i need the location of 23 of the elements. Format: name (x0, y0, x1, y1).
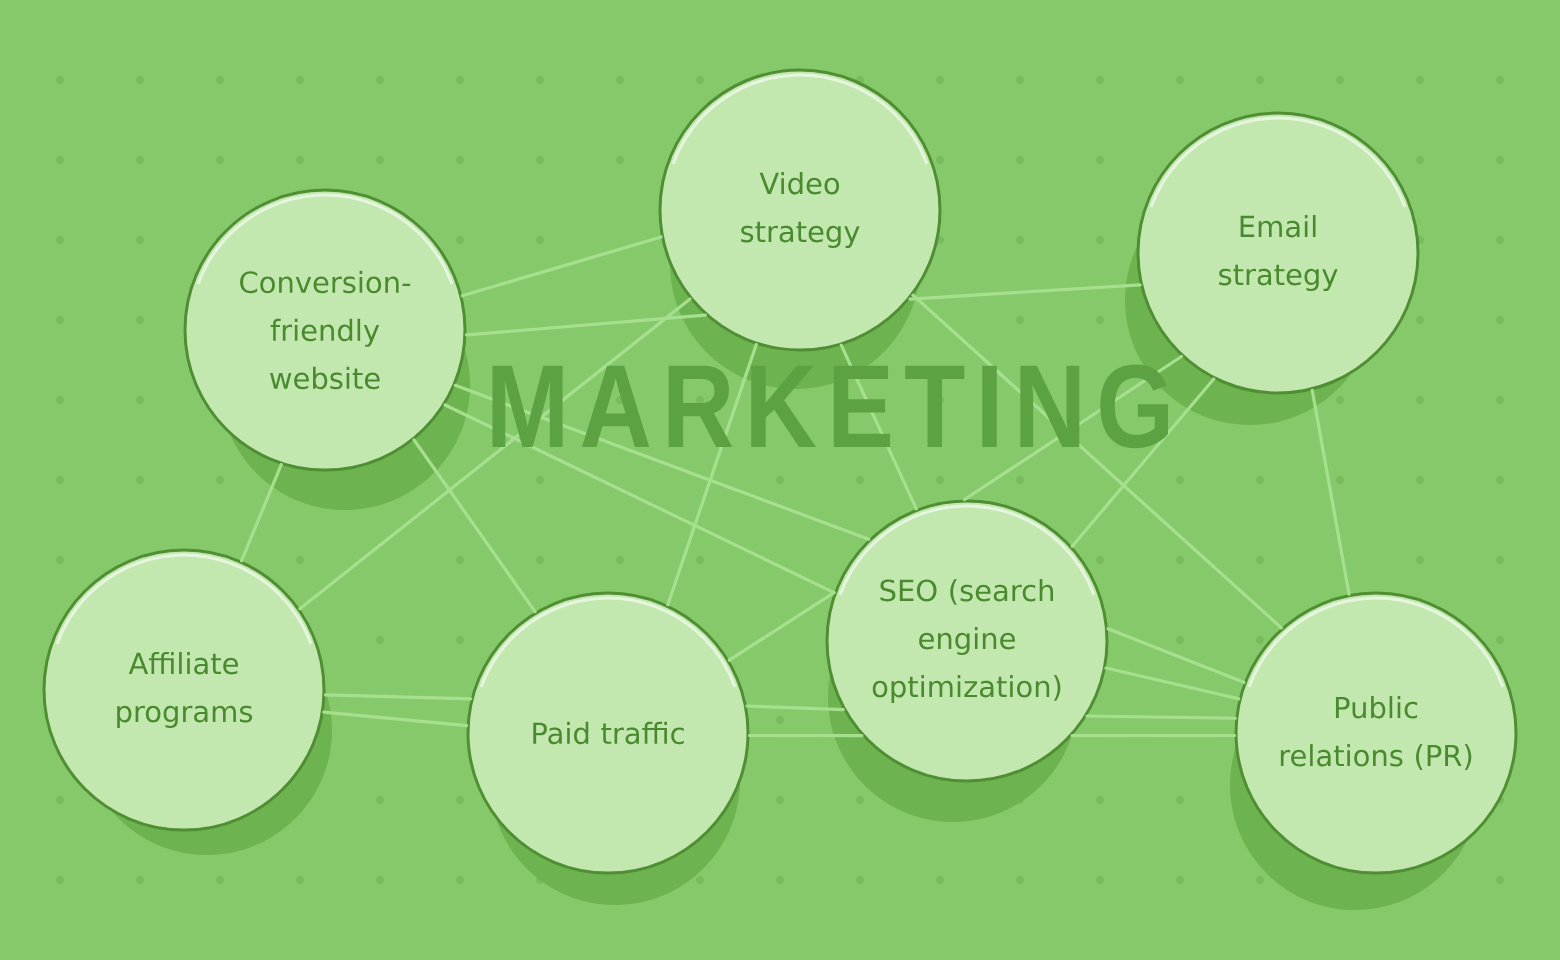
connector-line (464, 313, 707, 337)
connector-line (323, 693, 473, 701)
connector-line (727, 591, 836, 662)
connector-line (1085, 714, 1237, 720)
connector-line (911, 293, 1283, 630)
connector-line (443, 403, 836, 595)
connector-line (1106, 627, 1246, 684)
connector-line (908, 283, 1142, 301)
connector-line (460, 235, 663, 298)
connector-line (745, 704, 845, 712)
connector-line (1070, 733, 1237, 738)
connector-line (298, 297, 692, 611)
connector-line (666, 342, 758, 607)
connector-line (1310, 388, 1351, 596)
connector-line (412, 438, 537, 614)
connector-line (839, 343, 918, 511)
connector-line (239, 462, 283, 563)
connector-line (962, 354, 1184, 502)
connector-line (453, 383, 871, 541)
connector-line (747, 733, 864, 738)
connector-line (322, 710, 469, 728)
connector-line (1104, 666, 1241, 701)
connector-line (1070, 377, 1216, 548)
